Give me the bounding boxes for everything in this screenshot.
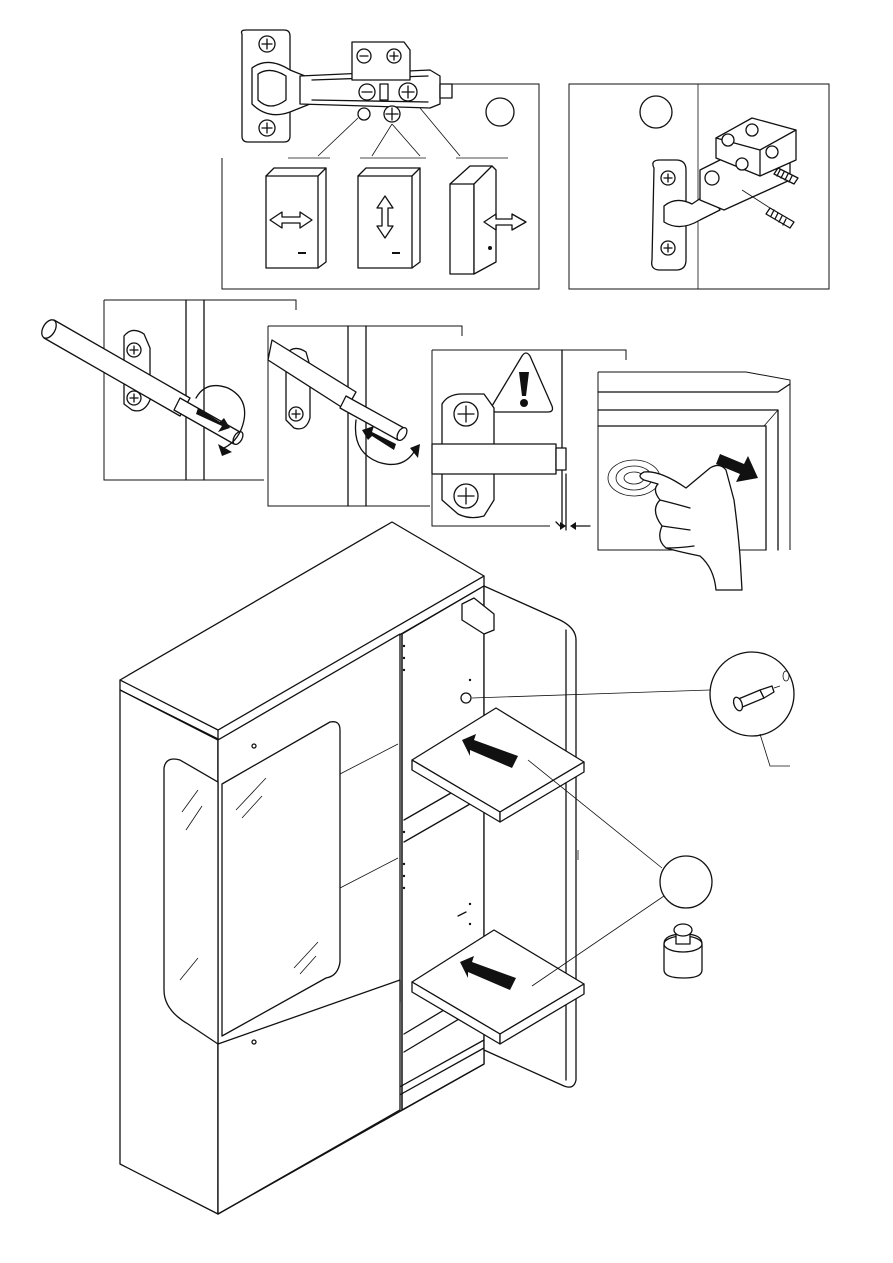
hinge-closeup-panel <box>569 84 829 289</box>
cabinet-icon <box>120 522 578 1214</box>
cabinet-shelves-illustration <box>120 522 794 1214</box>
hand-icon <box>608 460 742 590</box>
horizontal-arrows-icon <box>266 168 326 268</box>
hinge-adjustment-panel <box>222 30 539 289</box>
vertical-arrows-icon <box>358 168 420 268</box>
push-to-open-panel <box>598 372 790 590</box>
push-latch-screw-out-panel <box>268 326 462 506</box>
weight-icon <box>664 924 702 978</box>
push-latch-gap-panel <box>432 350 626 530</box>
push-latch-icon <box>432 444 566 474</box>
hinge-icon <box>652 118 796 270</box>
warning-icon <box>492 353 553 412</box>
push-latch-screw-in-panel <box>39 300 296 480</box>
depth-arrows-icon <box>450 166 526 274</box>
hinge-icon <box>242 30 453 142</box>
